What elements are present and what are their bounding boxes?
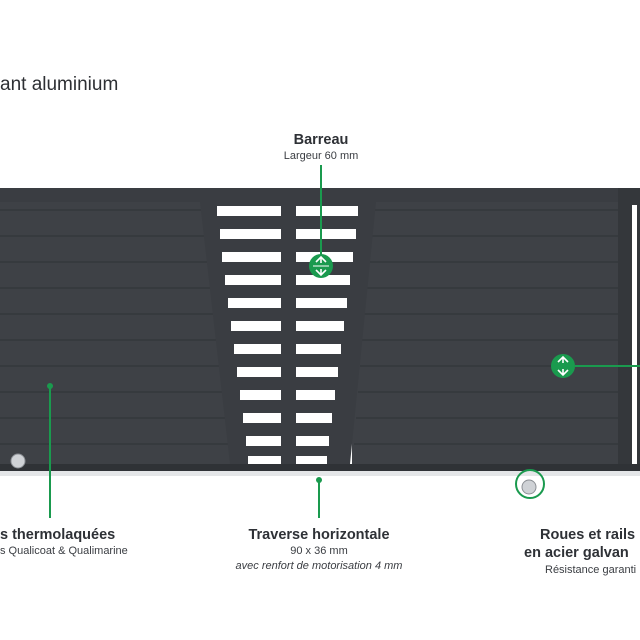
- wheel-right: [521, 479, 537, 495]
- page-heading: ant aluminium: [0, 74, 119, 95]
- double-arrow-vertical-icon: [309, 254, 333, 278]
- roues-sub: Résistance garanti: [545, 564, 637, 576]
- traverse-title: Traverse horizontale: [248, 527, 390, 543]
- thermo-dot: [47, 383, 53, 389]
- roues-title-1: Roues et rails: [540, 527, 636, 543]
- double-arrow-vertical-icon: [551, 354, 575, 378]
- roues-title-2: en acier galvan: [524, 545, 629, 561]
- thermo-sub: s Qualicoat & Qualimarine: [0, 545, 128, 557]
- traverse-dot: [316, 477, 322, 483]
- center-openwork-frame: [200, 202, 376, 464]
- left-panel-boards: [0, 209, 232, 445]
- traverse-note: avec renfort de motorisation 4 mm: [235, 560, 403, 572]
- traverse-sub: 90 x 36 mm: [290, 545, 348, 557]
- barreau-title: Barreau: [293, 132, 349, 148]
- thermo-title: s thermolaquées: [0, 527, 116, 543]
- ground-rail: [0, 471, 640, 476]
- center-slats-left: [217, 206, 281, 464]
- circle-highlight-icon: [515, 469, 545, 499]
- gate-left-panel: [0, 202, 232, 464]
- bottom-rail: [0, 464, 640, 471]
- barreau-sub: Largeur 60 mm: [283, 150, 359, 162]
- gate-right-post-gap: [632, 205, 637, 467]
- callout-lines: [49, 165, 640, 518]
- gate-right-panel: [352, 202, 618, 464]
- wheel-left: [10, 453, 26, 469]
